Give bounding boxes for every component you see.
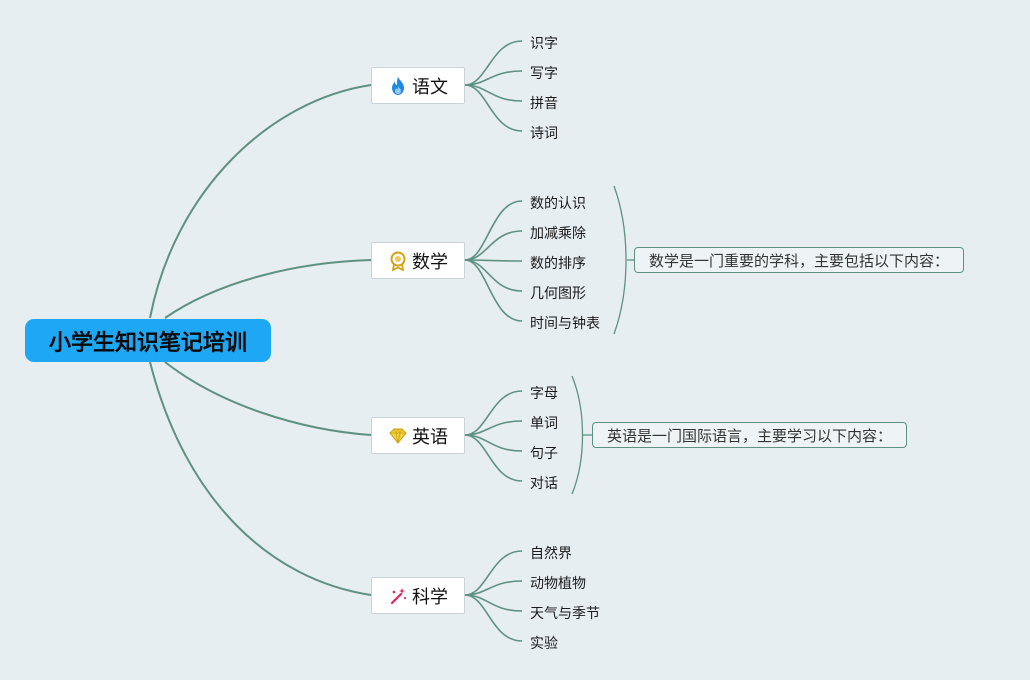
leaf-connector	[464, 259, 523, 322]
leaf-topic[interactable]: 数的认识	[530, 196, 586, 212]
leaf-topic[interactable]: 单词	[530, 416, 558, 432]
leaf-topic[interactable]: 诗词	[530, 126, 558, 142]
leaf-topic[interactable]: 拼音	[530, 96, 558, 112]
leaf-topic[interactable]: 动物植物	[530, 576, 586, 592]
leaf-topic[interactable]: 几何图形	[530, 286, 586, 302]
root-topic-label: 小学生知识笔记培训	[48, 330, 247, 356]
leaf-topic[interactable]: 实验	[530, 636, 558, 652]
leaf-connector	[464, 200, 523, 261]
branch-label-chinese: 语文	[412, 76, 448, 98]
leaf-connector	[464, 434, 523, 482]
branch-topic-science[interactable]: 科学	[371, 577, 465, 614]
leaf-topic[interactable]: 时间与钟表	[530, 316, 600, 332]
branch-topic-chinese[interactable]: 语文	[371, 67, 465, 104]
flame-icon	[388, 76, 408, 96]
leaf-connector	[464, 40, 523, 86]
root-connector	[149, 361, 372, 596]
leaf-topic[interactable]: 字母	[530, 386, 558, 402]
leaf-topic[interactable]: 对话	[530, 476, 558, 492]
diamond-icon	[388, 426, 408, 446]
branch-topic-math[interactable]: 数学	[371, 242, 465, 279]
summary-brace	[571, 375, 584, 495]
leaf-topic[interactable]: 句子	[530, 446, 558, 462]
branch-label-math: 数学	[412, 251, 448, 273]
summary-note-text: 数学是一门重要的学科，主要包括以下内容：	[649, 251, 950, 270]
branch-label-english: 英语	[412, 426, 448, 448]
leaf-connector	[464, 390, 523, 436]
root-topic[interactable]: 小学生知识笔记培训	[25, 319, 271, 362]
summary-note-math[interactable]: 数学是一门重要的学科，主要包括以下内容：	[634, 247, 965, 273]
leaf-connector	[464, 84, 523, 132]
branch-label-science: 科学	[412, 586, 448, 608]
magic-wand-icon	[388, 586, 408, 606]
leaf-connector	[464, 259, 523, 262]
leaf-topic[interactable]: 识字	[530, 36, 558, 52]
leaf-connector	[464, 230, 523, 261]
root-connector	[149, 84, 372, 319]
root-connector	[164, 361, 372, 436]
leaf-connector	[464, 259, 523, 292]
leaf-topic[interactable]: 自然界	[530, 546, 572, 562]
leaf-topic[interactable]: 数的排序	[530, 256, 586, 272]
medal-icon	[388, 251, 408, 271]
summary-note-english[interactable]: 英语是一门国际语言，主要学习以下内容：	[592, 422, 908, 448]
leaf-topic[interactable]: 天气与季节	[530, 606, 600, 622]
leaf-connector	[464, 594, 523, 642]
branch-topic-english[interactable]: 英语	[371, 417, 465, 454]
summary-note-text: 英语是一门国际语言，主要学习以下内容：	[607, 426, 893, 445]
leaf-topic[interactable]: 写字	[530, 66, 558, 82]
leaf-connector	[464, 550, 523, 596]
root-connector	[164, 259, 372, 319]
leaf-topic[interactable]: 加减乘除	[530, 226, 586, 242]
summary-brace	[613, 185, 627, 335]
